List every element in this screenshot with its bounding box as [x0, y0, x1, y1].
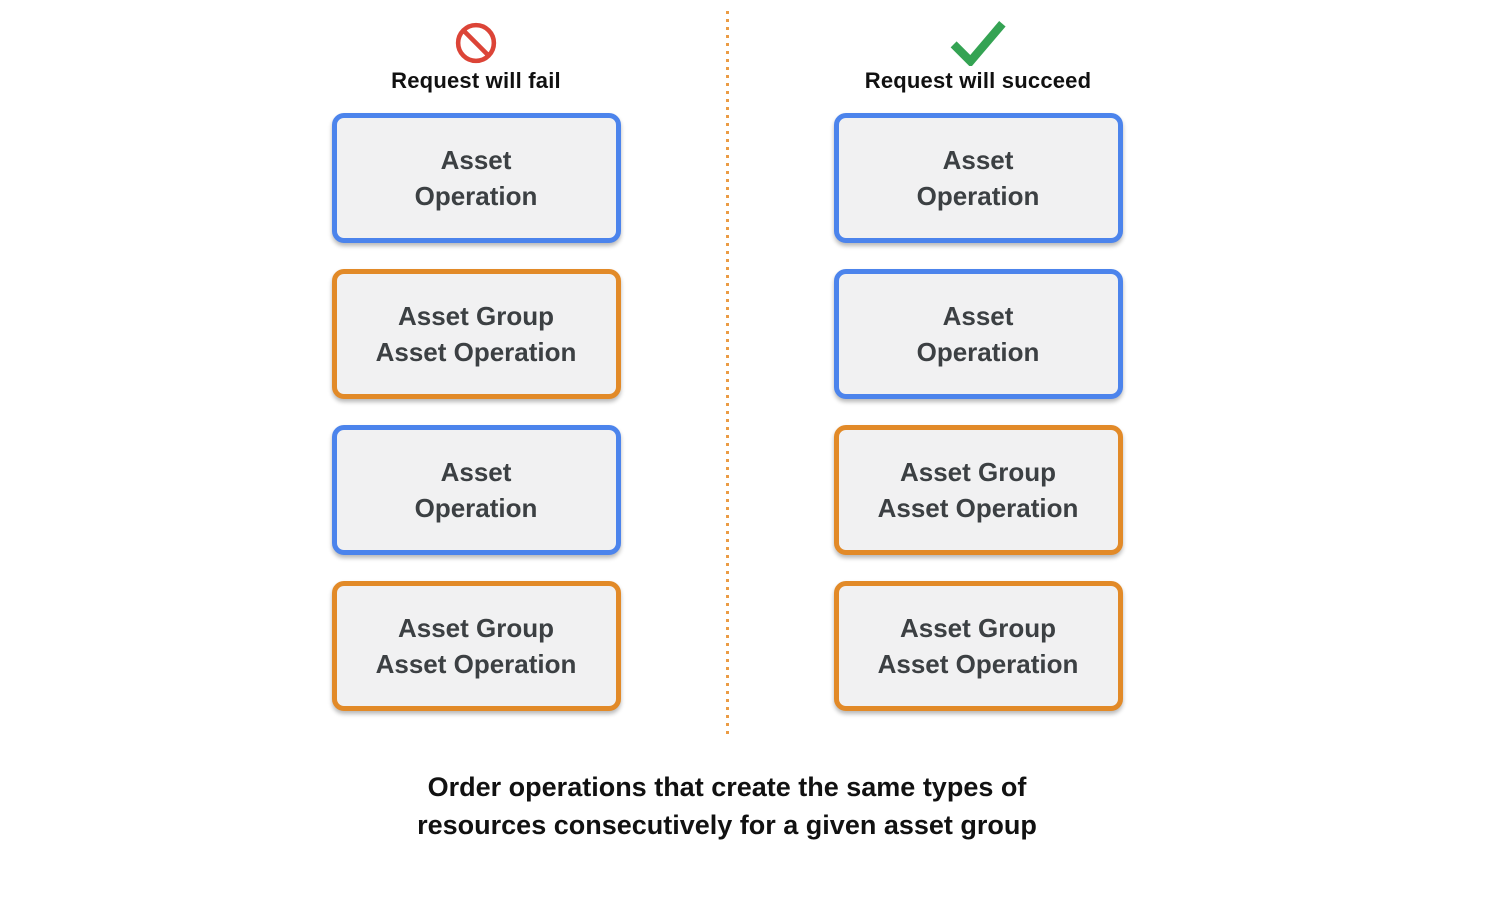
prohibited-icon — [454, 20, 498, 65]
box-line: Asset — [440, 457, 512, 487]
box-line: Asset Group — [899, 613, 1057, 643]
box-line: Asset Group — [397, 301, 555, 331]
succeed-header: Request will succeed — [834, 0, 1123, 113]
box-line: Asset Group — [397, 613, 555, 643]
box-line: Asset Group — [899, 457, 1057, 487]
box-line: Asset Operation — [375, 337, 577, 367]
diagram-caption: Order operations that create the same ty… — [0, 768, 1454, 844]
box-line: Asset — [942, 145, 1014, 175]
asset-group-asset-operation-box: Asset Group Asset Operation — [331, 269, 621, 399]
fail-column-label: Request will fail — [391, 68, 561, 93]
comparison-diagram: Request will fail Asset Operation Asset … — [331, 0, 1123, 738]
asset-group-asset-operation-box: Asset Group Asset Operation — [833, 425, 1123, 555]
box-line: Operation — [916, 337, 1040, 367]
asset-operation-box: Asset Operation — [331, 425, 621, 555]
asset-operation-box: Asset Operation — [331, 113, 621, 243]
asset-group-asset-operation-box: Asset Group Asset Operation — [331, 581, 621, 711]
box-line: Operation — [414, 181, 538, 211]
fail-column: Request will fail Asset Operation Asset … — [331, 0, 621, 737]
asset-operation-box: Asset Operation — [833, 269, 1123, 399]
box-line: Operation — [916, 181, 1040, 211]
box-line: Operation — [414, 493, 538, 523]
fail-header: Request will fail — [332, 0, 621, 113]
dotted-divider — [725, 11, 729, 738]
asset-group-asset-operation-box: Asset Group Asset Operation — [833, 581, 1123, 711]
box-line: Asset — [440, 145, 512, 175]
box-line: Asset Operation — [877, 493, 1079, 523]
box-line: Asset Operation — [375, 649, 577, 679]
checkmark-icon — [948, 20, 1008, 66]
box-line: Asset Operation — [877, 649, 1079, 679]
caption-line: resources consecutively for a given asse… — [417, 810, 1037, 840]
asset-operation-box: Asset Operation — [833, 113, 1123, 243]
succeed-column: Request will succeed Asset Operation Ass… — [833, 0, 1123, 737]
caption-line: Order operations that create the same ty… — [427, 772, 1027, 802]
succeed-column-label: Request will succeed — [864, 68, 1092, 93]
box-line: Asset — [942, 301, 1014, 331]
